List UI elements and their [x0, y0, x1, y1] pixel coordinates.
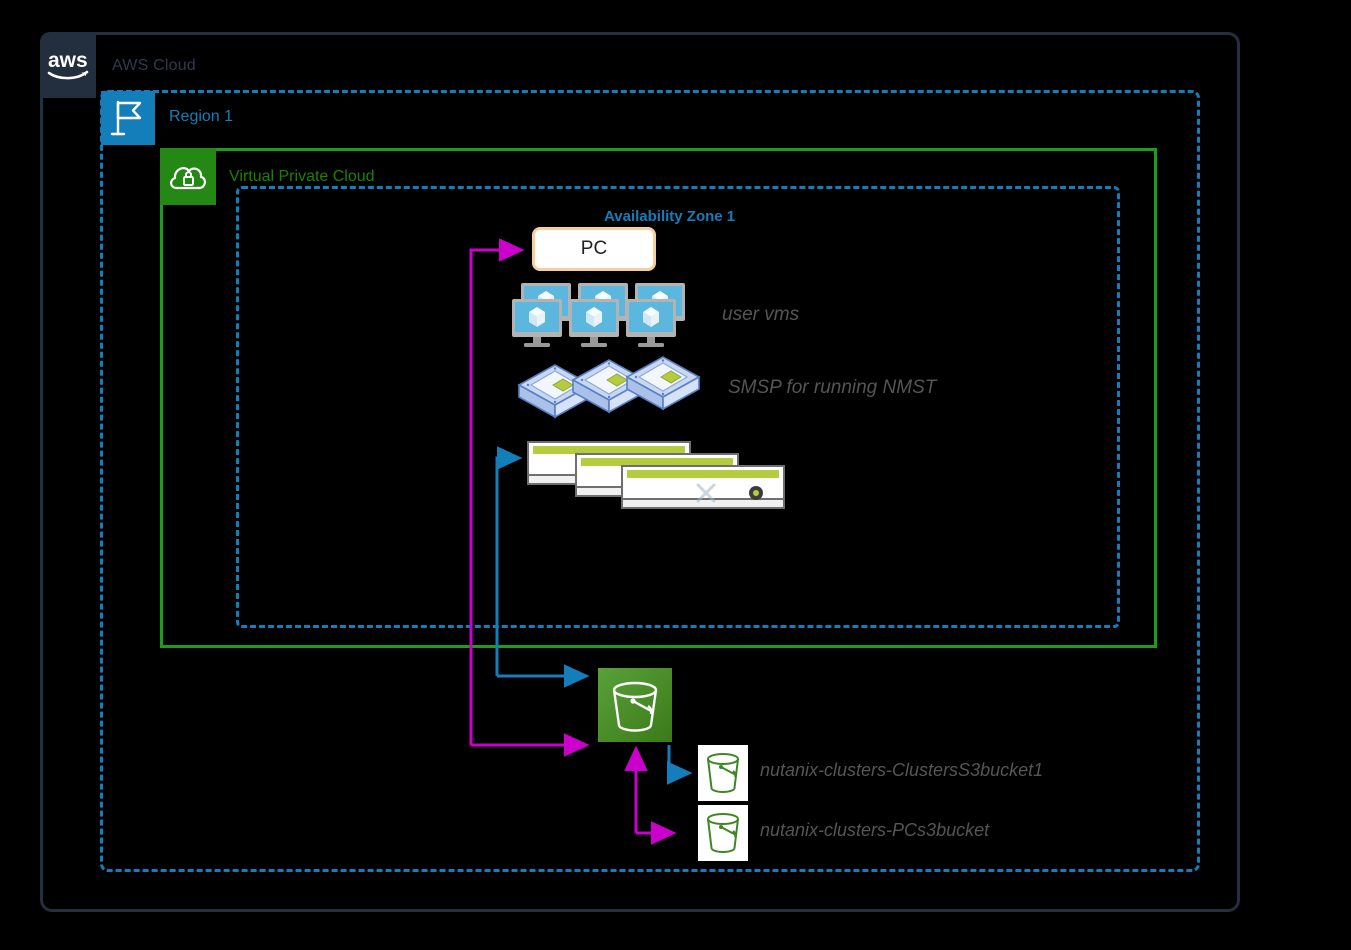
vpc-label: Virtual Private Cloud: [229, 168, 375, 185]
vm-stack-icon: [512, 281, 688, 351]
availability-zone-container: [236, 186, 1120, 628]
vpc-container: [160, 148, 1157, 648]
bucket-clusters-label: nutanix-clusters-ClustersS3bucket1: [760, 760, 1044, 780]
svg-text:aws: aws: [48, 49, 88, 72]
region-container: [100, 90, 1200, 872]
bucket-outline-icon-pc[interactable]: [698, 805, 748, 861]
server-block-icon: [515, 356, 701, 420]
aws-logo-icon: aws: [40, 32, 96, 98]
aws-cloud-container: [40, 32, 1240, 912]
s3-bucket-icon[interactable]: [598, 668, 672, 742]
vpc-lock-cloud-icon: [160, 148, 216, 205]
aws-cloud-label: AWS Cloud: [112, 57, 196, 74]
pc-node-label: PC: [580, 238, 608, 259]
smsp-label: SMSP for running NMST: [728, 377, 937, 398]
region-label: Region 1: [169, 108, 234, 125]
user-vms-label: user vms: [722, 304, 800, 325]
window-stack-icon: [527, 437, 785, 509]
region-flag-icon: [101, 91, 155, 145]
bucket-outline-icon-clusters[interactable]: [698, 745, 748, 801]
bucket-pc-label: nutanix-clusters-PCs3bucket: [760, 820, 990, 840]
pc-node[interactable]: PC: [532, 227, 656, 271]
availability-zone-label: Availability Zone 1: [604, 208, 736, 225]
